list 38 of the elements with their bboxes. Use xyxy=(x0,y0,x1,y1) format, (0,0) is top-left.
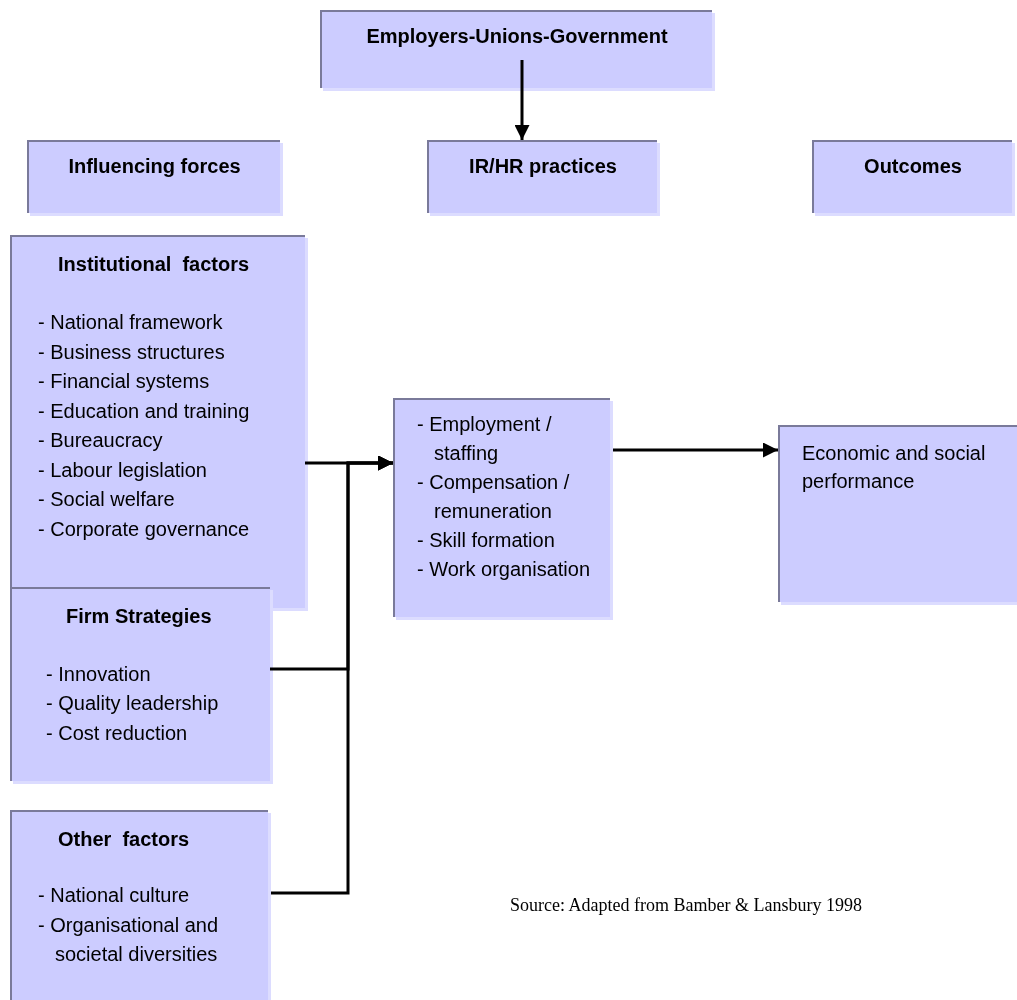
list-item: - Labour legislation xyxy=(38,457,208,483)
list-item: - Cost reduction xyxy=(46,720,189,746)
list-item: - National culture xyxy=(38,883,191,908)
heading: Institutional factors xyxy=(58,252,251,277)
text-box xyxy=(27,140,280,213)
list-item: - Business structures xyxy=(38,339,226,365)
text-box xyxy=(10,235,305,608)
list-item: - Education and training xyxy=(38,398,251,424)
arrow xyxy=(612,442,778,458)
list-item: - Organisational and societal diversities xyxy=(38,912,220,967)
heading: Outcomes xyxy=(863,154,963,179)
list-item: - Employment / staffing xyxy=(417,412,553,466)
list-item: - Social welfare xyxy=(38,487,176,512)
text-box xyxy=(10,587,270,781)
text-box xyxy=(10,810,268,1000)
heading: Other factors xyxy=(58,827,191,852)
text-box xyxy=(427,140,657,213)
text-box xyxy=(812,140,1012,213)
list-item: - Quality leadership xyxy=(46,691,220,717)
list-item: - Corporate governance xyxy=(38,516,251,542)
text-box xyxy=(320,10,712,88)
list-item: - National framework xyxy=(38,310,224,335)
heading: Firm Strategies xyxy=(66,604,213,629)
list-item: - Skill formation xyxy=(417,528,556,553)
list-item: - Work organisation xyxy=(417,557,592,582)
list-item: - Compensation / remuneration xyxy=(417,470,571,524)
list-item: - Innovation xyxy=(46,662,152,687)
body-text: Economic and social performance xyxy=(802,441,987,494)
text-box xyxy=(393,398,610,617)
text-box xyxy=(778,425,1017,602)
heading: Influencing forces xyxy=(67,154,242,179)
source-note: Source: Adapted from Bamber & Lansbury 1998 xyxy=(510,895,862,916)
heading: Employers-Unions-Government xyxy=(365,24,669,49)
arrow xyxy=(514,60,530,140)
list-item: - Bureaucracy xyxy=(38,428,164,453)
heading: IR/HR practices xyxy=(468,154,618,179)
arrow xyxy=(268,455,393,895)
list-item: - Financial systems xyxy=(38,369,211,394)
